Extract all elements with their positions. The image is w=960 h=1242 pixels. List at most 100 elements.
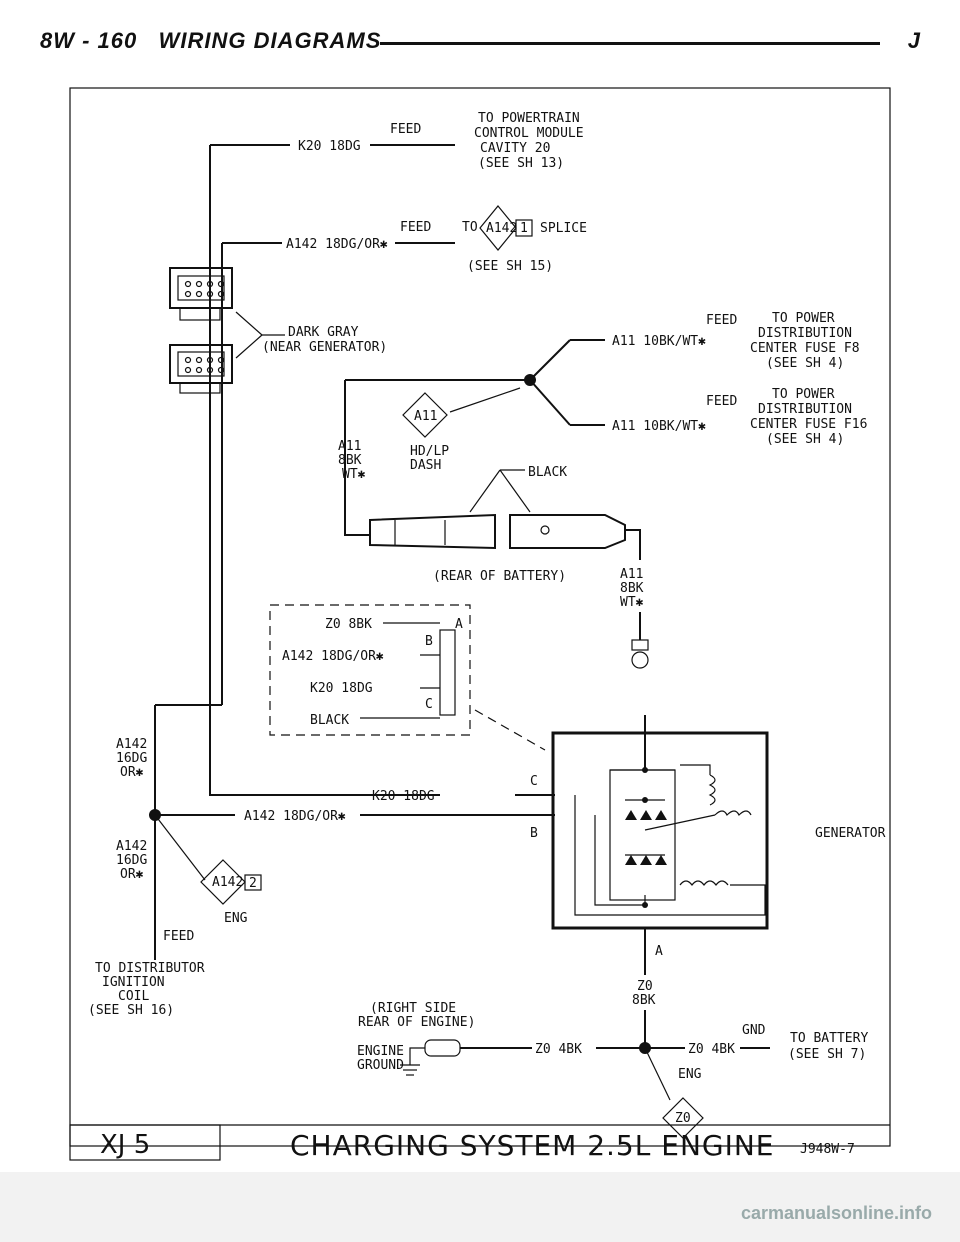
diagram-label: (SEE SH 4): [766, 356, 844, 371]
diagram-line: [206, 290, 214, 298]
diagram-label: DASH: [410, 458, 441, 473]
diagram-line: [184, 290, 192, 298]
diagram-label: WT✱: [342, 467, 366, 482]
diagram-label: REAR OF ENGINE): [358, 1015, 475, 1030]
diagram-label: 2: [249, 876, 257, 891]
diagram-line: [177, 351, 225, 377]
diagram-label: C: [425, 697, 433, 712]
diagram-frame: [69, 87, 891, 1147]
diagram-label: Z0: [675, 1111, 691, 1126]
diagram-line: [631, 639, 649, 651]
diagram-line: [474, 709, 546, 751]
engine-ground-lug: [424, 1039, 461, 1057]
diagram-line: [640, 855, 652, 865]
diagram-label: OR✱: [120, 867, 144, 882]
diagram-label: BLACK: [528, 465, 567, 480]
k20-top-wire: K20 18DG: [298, 139, 361, 154]
diagram-label: DISTRIBUTION: [758, 402, 852, 417]
diagram-label: A11: [414, 409, 437, 424]
generator-connector-top: [169, 267, 233, 321]
diagram-label: 16DG: [116, 853, 147, 868]
diagram-line: [640, 810, 652, 820]
diagram-line: [195, 356, 203, 364]
diagram-label: A142: [116, 839, 147, 854]
diagram-label: 16DG: [116, 751, 147, 766]
diagram-code: J948W-7: [800, 1142, 855, 1157]
diagram-label: IGNITION: [102, 975, 165, 990]
diagram-label: TO POWER: [772, 311, 835, 326]
diagram-label: FEED: [163, 929, 194, 944]
diagram-line: [509, 514, 626, 549]
diagram-line: [179, 307, 221, 321]
diagram-label: A: [655, 944, 663, 959]
diagram-label: FEED: [400, 220, 431, 235]
diagram-label: TO POWERTRAIN: [478, 111, 580, 126]
diagram-line: [217, 280, 225, 288]
diagram-line: [235, 334, 263, 359]
diagram-line: [244, 874, 262, 891]
diagram-label: (SEE SH 16): [88, 1003, 174, 1018]
diagram-label: FEED: [706, 313, 737, 328]
diagram-line: [177, 275, 225, 301]
diagram-label: (SEE SH 15): [467, 259, 553, 274]
diagram-line: [642, 797, 648, 803]
diagram-line: [469, 469, 501, 513]
diagram-label: 8BK: [632, 993, 656, 1008]
diagram-line: [625, 529, 641, 560]
diagram-line: [625, 810, 637, 820]
diagram-label: (SEE SH 4): [766, 432, 844, 447]
header-rule: [380, 42, 880, 45]
diagram-label: (NEAR GENERATOR): [262, 340, 387, 355]
diagram-line: [540, 525, 550, 535]
k20-top-feed: FEED: [390, 122, 421, 137]
diagram-label: CAVITY 20: [480, 141, 550, 156]
page-header: 8W - 160 WIRING DIAGRAMS J: [40, 28, 920, 58]
diagram-line: [680, 764, 711, 775]
diagram-line: [574, 795, 766, 916]
diagram-label: SPLICE: [540, 221, 587, 236]
diagram-label: DISTRIBUTION: [758, 326, 852, 341]
diagram-line: [609, 769, 676, 901]
diagram-line: [206, 366, 214, 374]
diagram-line: [209, 705, 440, 796]
diagram-line: [369, 513, 496, 550]
diagram-line: [449, 387, 521, 413]
diagram-line: [344, 380, 370, 536]
diagram-line: [499, 469, 531, 513]
diagram-label: C: [530, 774, 538, 789]
diagram-label: (SEE SH 13): [478, 156, 564, 171]
diagram-label: A11 10BK/WT✱: [612, 419, 706, 434]
diagram-label: K20 18DG: [310, 681, 373, 696]
diagram-line: [625, 855, 637, 865]
diagram-label: Z0 4BK: [535, 1042, 582, 1057]
diagram-label: BLACK: [310, 713, 349, 728]
diagram-label: OR✱: [120, 765, 144, 780]
diagram-line: [217, 290, 225, 298]
battery-terminal-ring: [631, 651, 649, 669]
diagram-title: CHARGING SYSTEM 2.5L ENGINE: [290, 1129, 774, 1162]
diagram-label: DARK GRAY: [288, 325, 359, 340]
model-box: [69, 1124, 221, 1161]
z0-splice-diamond: [662, 1097, 704, 1139]
diagram-label: CONTROL MODULE: [474, 126, 584, 141]
diagram-label: B: [425, 634, 433, 649]
diagram-line: [515, 219, 533, 237]
diagram-line: [529, 379, 571, 426]
generator-symbol: [551, 715, 769, 930]
diagram-line: [642, 767, 648, 773]
diagram-label: ENG: [224, 911, 248, 926]
diagram-line: [217, 356, 225, 364]
diagram-label: B: [530, 826, 538, 841]
generator-connector-bottom: [169, 344, 233, 394]
diagram-label: 8BK: [338, 453, 362, 468]
diagram-line: [195, 290, 203, 298]
diagram-line: [184, 366, 192, 374]
diagram-label: TO DISTRIBUTOR: [95, 961, 205, 976]
edition-mark: J: [907, 28, 920, 53]
diagram-label: 1: [520, 221, 528, 236]
diagram-line: [235, 311, 263, 336]
section-title: WIRING DIAGRAMS: [158, 28, 382, 53]
diagram-line: [655, 855, 667, 865]
diagram-line: [195, 366, 203, 374]
